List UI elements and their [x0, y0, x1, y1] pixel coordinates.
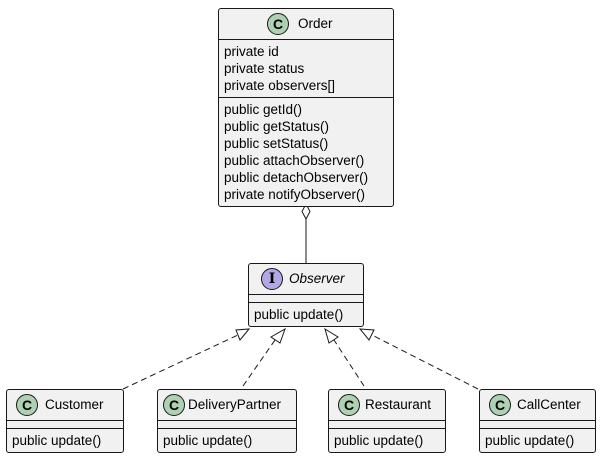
methods-section: public update() — [249, 302, 363, 326]
class-deliverypartner-header: C DeliveryPartner — [158, 390, 296, 420]
class-order-header: C Order — [219, 9, 393, 39]
class-icon: C — [338, 394, 360, 416]
class-name: Order — [298, 16, 333, 31]
method: public update() — [163, 433, 253, 448]
class-icon: C — [267, 13, 289, 35]
realization-arrowhead-customer — [235, 328, 251, 341]
method: public update() — [334, 433, 424, 448]
class-name: Restaurant — [365, 397, 432, 412]
class-restaurant[interactable]: C Restaurant public update() — [328, 389, 446, 453]
method: public attachObserver() — [224, 153, 365, 168]
fields-section — [480, 420, 595, 428]
field: private id — [224, 44, 279, 59]
realization-line-callcenter — [369, 333, 479, 390]
realization-line-restaurant — [333, 339, 365, 387]
method: public getStatus() — [224, 119, 330, 134]
realization-line-deliverypartner — [242, 339, 276, 387]
class-customer-header: C Customer — [7, 390, 123, 420]
realization-arrowhead-deliverypartner — [270, 327, 286, 344]
class-name: CallCenter — [517, 397, 581, 412]
methods-section: public update() — [158, 428, 296, 452]
class-callcenter-header: C CallCenter — [480, 390, 595, 420]
field: private observers[] — [224, 78, 336, 93]
method: private notifyObserver() — [224, 187, 366, 202]
interface-name: Observer — [289, 271, 345, 286]
fields-section — [7, 420, 123, 428]
class-icon: C — [163, 394, 185, 416]
class-callcenter[interactable]: C CallCenter public update() — [479, 389, 596, 453]
field: private status — [224, 61, 305, 76]
method: public update() — [12, 433, 102, 448]
fields-section — [329, 420, 445, 428]
aggregation-diamond — [301, 202, 311, 221]
class-deliverypartner[interactable]: C DeliveryPartner public update() — [157, 389, 297, 453]
class-icon: C — [489, 394, 511, 416]
methods-section: public update() — [480, 428, 595, 452]
class-name: Customer — [45, 397, 104, 412]
class-order[interactable]: C Order private id private status privat… — [218, 8, 394, 207]
method: public getId() — [224, 102, 303, 117]
class-name: DeliveryPartner — [188, 397, 282, 412]
class-restaurant-header: C Restaurant — [329, 390, 445, 420]
methods-section: public update() — [7, 428, 123, 452]
method: public update() — [485, 433, 575, 448]
realization-arrowhead-callcenter — [358, 328, 375, 341]
method: public detachObserver() — [224, 170, 369, 185]
interface-icon: I — [261, 268, 283, 290]
class-icon: C — [16, 394, 38, 416]
interface-observer[interactable]: I Observer public update() — [248, 263, 364, 327]
realization-arrowhead-restaurant — [324, 327, 339, 344]
fields-section: private id private status private observ… — [219, 39, 393, 97]
methods-section: public update() — [329, 428, 445, 452]
class-customer[interactable]: C Customer public update() — [6, 389, 124, 453]
methods-section: public getId() public getStatus() public… — [219, 97, 393, 206]
realization-line-customer — [122, 333, 241, 390]
method: public update() — [254, 307, 344, 322]
method: public setStatus() — [224, 136, 329, 151]
fields-section — [249, 294, 363, 302]
fields-section — [158, 420, 296, 428]
interface-observer-header: I Observer — [249, 264, 363, 294]
